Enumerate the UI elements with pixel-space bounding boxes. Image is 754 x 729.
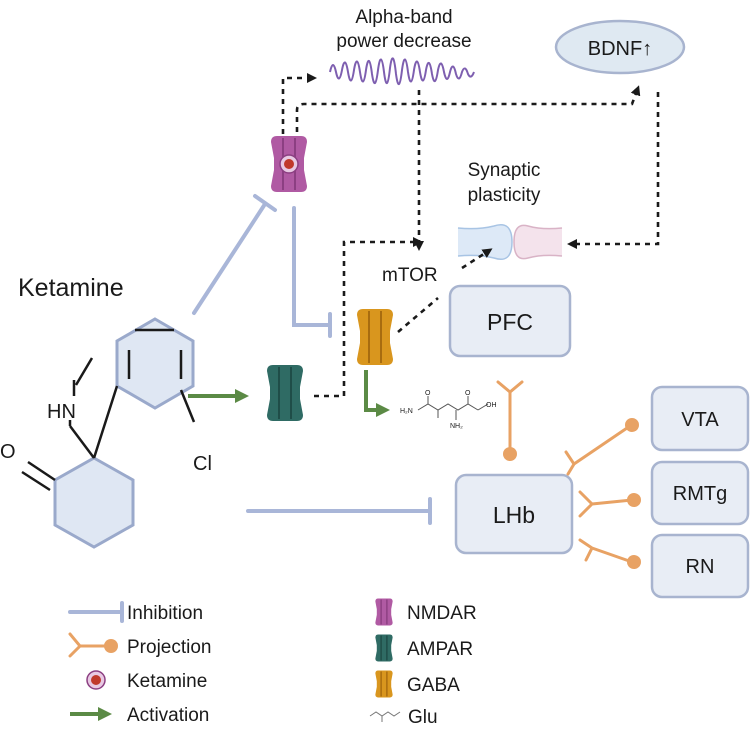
bdnf-ellipse xyxy=(554,19,686,75)
ketamine-cyclohexane-ring xyxy=(53,456,135,549)
legend-inhibition-label: Inhibition xyxy=(127,603,203,624)
legend-inhibition: Inhibition xyxy=(68,601,203,624)
ketamine-benzene-ring xyxy=(115,317,195,410)
alpha-band-label-line1: Alpha-band xyxy=(355,7,452,28)
alpha-wave-icon xyxy=(329,57,475,85)
synaptic-label-line1: Synaptic xyxy=(468,160,541,181)
synapse-icon xyxy=(457,224,563,260)
ketamine-inhibits-lhb xyxy=(246,497,432,525)
nmdar-to-bdnf-arrow xyxy=(295,85,641,132)
rmtg-label: RMTg xyxy=(673,483,727,505)
legend-projection: Projection xyxy=(68,632,212,658)
legend-projection-label: Projection xyxy=(127,637,212,658)
ketamine-o-label: O xyxy=(0,441,16,463)
legend-nmdar-label: NMDAR xyxy=(407,603,477,624)
glu-h2n: H₂N xyxy=(400,408,413,415)
lhb-label: LHb xyxy=(493,502,535,528)
gaba-receptor-icon xyxy=(357,309,393,365)
mtor-label: mTOR xyxy=(382,265,438,286)
ampar-icon xyxy=(375,634,393,662)
glu-oh: OH xyxy=(486,402,497,409)
lhb-to-vta-projection xyxy=(564,418,639,476)
nmdar-icon xyxy=(375,598,393,626)
legend-ketamine: Ketamine xyxy=(86,670,207,692)
lhb-box xyxy=(454,473,574,555)
pfc-to-lhb-projection xyxy=(496,380,524,461)
legend-ketamine-label: Ketamine xyxy=(127,671,207,692)
lhb-to-rmtg-projection xyxy=(578,490,641,518)
rn-label: RN xyxy=(686,556,715,578)
legend-glu-label: Glu xyxy=(408,707,438,728)
bdnf-label: BDNF↑ xyxy=(588,38,652,60)
rmtg-box xyxy=(650,460,750,526)
pfc-label: PFC xyxy=(487,309,533,335)
legend-gaba-label: GABA xyxy=(407,675,460,696)
ketamine-title: Ketamine xyxy=(18,274,124,302)
legend-nmdar: NMDAR xyxy=(375,598,477,626)
gaba-icon xyxy=(375,670,393,698)
synaptic-label-line2: plasticity xyxy=(468,185,541,206)
bdnf-to-synapse-arrow xyxy=(567,92,660,249)
glu-icon xyxy=(369,711,401,722)
legend-ampar: AMPAR xyxy=(375,634,473,662)
lhb-to-rn-projection xyxy=(578,538,641,569)
ampar-to-mtor-arrow xyxy=(314,237,423,398)
gaba-releases-glu xyxy=(364,370,390,417)
vta-box xyxy=(650,385,750,452)
glu-o2: O xyxy=(465,390,471,397)
ketamine-hn-label: HN xyxy=(47,401,76,423)
pfc-box xyxy=(448,284,572,358)
ketamine-inhibits-nmdar xyxy=(192,194,277,315)
legend-gaba: GABA xyxy=(375,670,460,698)
nmdar-to-alpha-arrow xyxy=(281,73,317,134)
legend-activation-label: Activation xyxy=(127,705,209,726)
glu-molecule-icon: H₂N O O OH NH₂ xyxy=(400,390,497,430)
nmdar-receptor-icon xyxy=(271,136,307,192)
legend-glu: Glu xyxy=(369,707,438,728)
gaba-to-synapse-arrow xyxy=(397,297,439,333)
ketamine-cl-label: Cl xyxy=(193,453,212,475)
legend-activation: Activation xyxy=(70,705,209,726)
vta-label: VTA xyxy=(681,409,719,431)
rn-box xyxy=(650,533,750,599)
ampar-receptor-icon xyxy=(267,365,303,421)
glu-o1: O xyxy=(425,390,431,397)
nmdar-inhibits-gaba xyxy=(292,206,332,338)
glu-nh2: NH₂ xyxy=(450,423,463,430)
alpha-band-label-line2: power decrease xyxy=(336,31,471,52)
ketamine-bonds xyxy=(21,357,196,492)
legend-ampar-label: AMPAR xyxy=(407,639,473,660)
